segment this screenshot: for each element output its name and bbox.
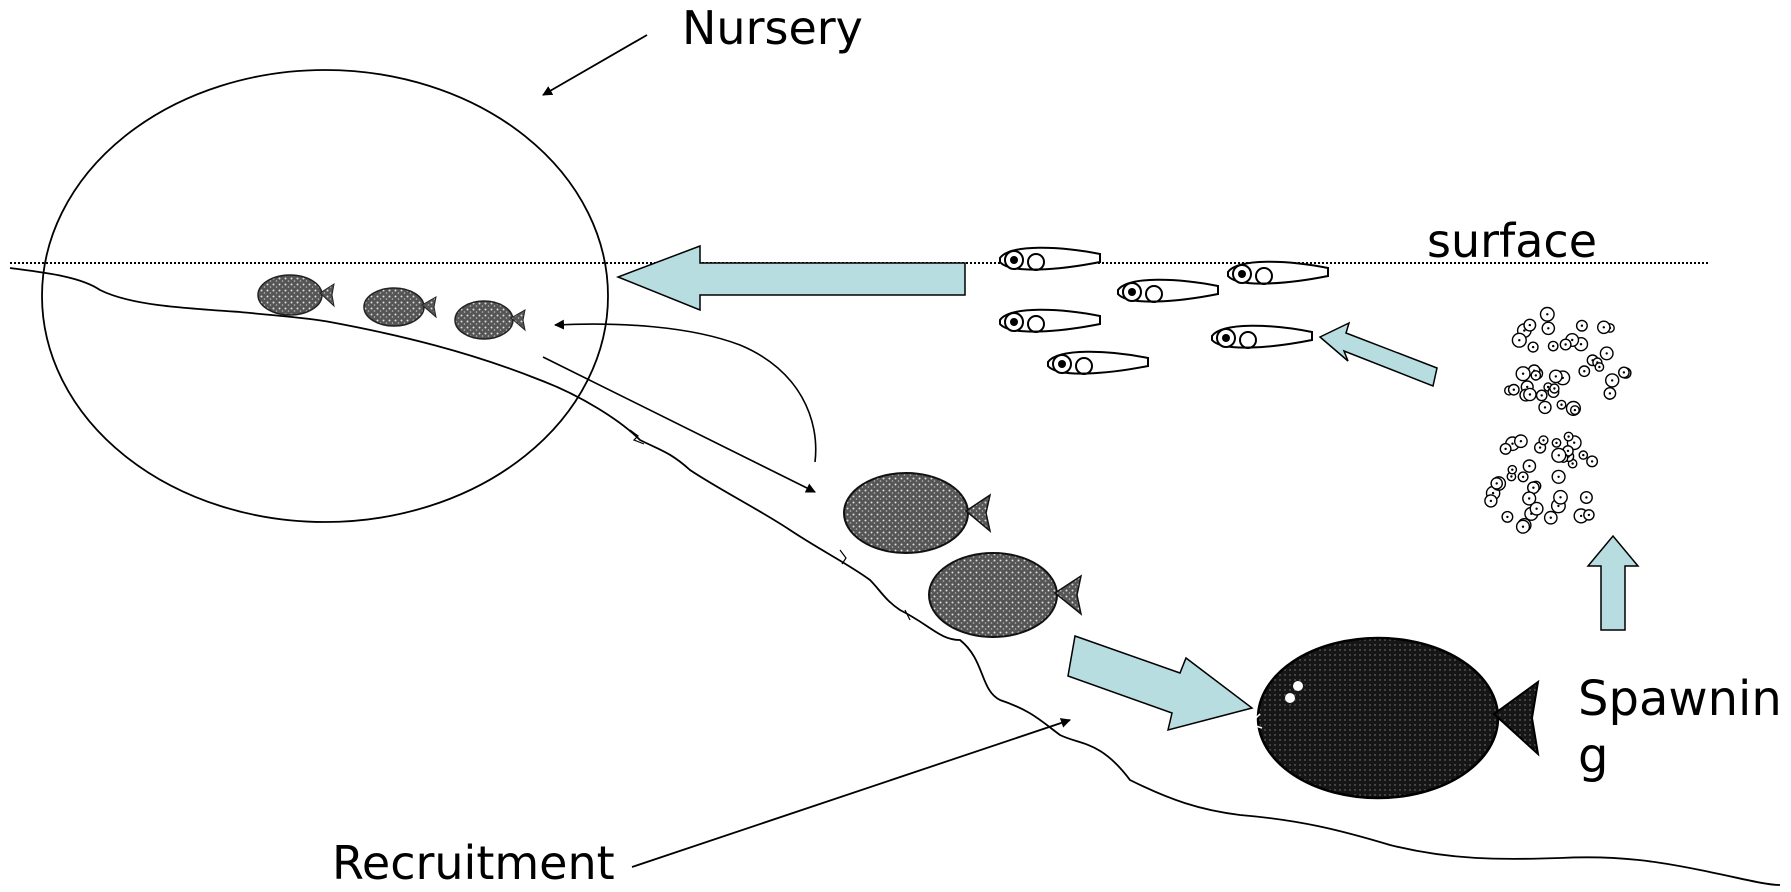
egg-yolk-icon — [1564, 343, 1567, 346]
flatfish-juvenile-icon — [928, 552, 1083, 638]
return-curve-arrow — [554, 319, 817, 463]
seabed-detail — [629, 429, 911, 621]
surface-label: surface — [1427, 214, 1597, 268]
fish-larva-icon — [1211, 324, 1313, 349]
egg-yolk-icon — [1583, 370, 1586, 373]
fish-larva-icon — [999, 308, 1101, 333]
egg-yolk-icon — [1571, 462, 1574, 465]
egg-yolk-icon — [1559, 496, 1562, 499]
egg-yolk-icon — [1553, 387, 1556, 390]
egg-yolk-icon — [1579, 514, 1583, 518]
flatfish-juvenile-icon — [454, 300, 526, 340]
egg-yolk-icon — [1611, 379, 1614, 382]
egg-yolk-icon — [1587, 513, 1591, 517]
egg-yolk-icon — [1555, 441, 1558, 445]
egg-yolk-icon — [1557, 475, 1560, 478]
spawning-arrow — [1586, 534, 1640, 631]
flatfish-juvenile-icon — [363, 287, 437, 327]
egg-yolk-icon — [1546, 385, 1550, 389]
fish-larva-icon — [1227, 260, 1329, 285]
nursery-label: Nursery — [682, 1, 863, 55]
egg-yolk-icon — [1549, 516, 1553, 519]
fish-larva-icon — [1117, 278, 1219, 303]
egg-yolk-icon — [1573, 408, 1577, 412]
egg-yolk-icon — [1538, 446, 1542, 449]
egg-yolk-icon — [1535, 507, 1538, 510]
egg-yolk-icon — [1518, 339, 1521, 342]
egg-yolk-icon — [1542, 439, 1545, 442]
seabed-profile — [9, 267, 1781, 886]
egg-yolk-icon — [1580, 324, 1584, 327]
egg-yolk-icon — [1491, 491, 1495, 495]
egg-yolk-icon — [1526, 385, 1529, 389]
egg-yolk-icon — [1506, 515, 1509, 519]
egg-yolk-icon — [1566, 449, 1570, 453]
nursery-pointer-arrow — [542, 34, 648, 96]
recruitment-pointer-arrow — [631, 718, 1071, 868]
egg-yolk-icon — [1543, 406, 1547, 409]
egg-yolk-icon — [1528, 323, 1532, 327]
egg-yolk-icon — [1573, 441, 1576, 444]
flatfish-juvenile-icon — [843, 472, 992, 554]
egg-yolk-icon — [1602, 326, 1606, 329]
egg-yolk-icon — [1557, 454, 1561, 457]
egg-yolk-icon — [1554, 375, 1558, 378]
egg-yolk-icon — [1622, 371, 1626, 374]
spawning-label-line1: Spawnin — [1578, 671, 1782, 727]
egg-yolk-icon — [1567, 435, 1570, 438]
egg-yolk-icon — [1511, 468, 1514, 471]
egg-yolk-icon — [1512, 388, 1516, 391]
nursery-ellipse — [41, 69, 609, 523]
egg-yolk-icon — [1495, 482, 1498, 485]
recruitment-label: Recruitment — [332, 836, 615, 890]
egg-yolk-icon — [1532, 486, 1535, 489]
egg-yolk-icon — [1531, 345, 1535, 349]
fish-larva-icon — [999, 246, 1101, 271]
flatfish-juvenile-icon — [257, 274, 335, 316]
egg-yolk-icon — [1521, 475, 1525, 479]
egg-yolk-icon — [1552, 344, 1555, 348]
egg-yolk-icon — [1582, 453, 1585, 457]
egg-yolk-icon — [1504, 447, 1507, 451]
egg-yolk-icon — [1585, 496, 1588, 499]
hatching-arrow — [1318, 321, 1438, 388]
egg-yolk-icon — [1579, 343, 1583, 346]
egg-yolk-icon — [1523, 329, 1526, 332]
egg-yolk-icon — [1510, 475, 1513, 478]
egg-yolk-icon — [1590, 460, 1594, 463]
egg-yolk-icon — [1534, 374, 1538, 377]
egg-cluster-icon — [1484, 431, 1599, 534]
egg-yolk-icon — [1547, 327, 1550, 330]
fish-larva-icon — [1047, 350, 1149, 375]
spawning-label-line2: g — [1578, 728, 1608, 784]
egg-yolk-icon — [1557, 504, 1560, 508]
egg-yolk-icon — [1521, 525, 1525, 528]
egg-yolk-icon — [1571, 338, 1574, 342]
egg-yolk-icon — [1528, 497, 1531, 500]
egg-yolk-icon — [1528, 393, 1532, 396]
recruitment-arrow — [1067, 634, 1254, 732]
egg-yolk-icon — [1519, 440, 1523, 443]
egg-yolk-icon — [1560, 403, 1563, 406]
egg-yolk-icon — [1521, 372, 1525, 375]
flatfish-adult-icon — [1248, 636, 1540, 800]
settlement-arrow — [615, 244, 966, 312]
egg-yolk-icon — [1489, 499, 1493, 503]
egg-yolk-icon — [1605, 352, 1608, 355]
egg-yolk-icon — [1546, 313, 1549, 316]
egg-yolk-icon — [1540, 394, 1543, 397]
emigration-arrow — [542, 356, 816, 493]
egg-yolk-icon — [1608, 392, 1612, 395]
egg-yolk-icon — [1511, 442, 1514, 445]
egg-cluster-icon — [1503, 306, 1632, 417]
egg-yolk-icon — [1528, 464, 1531, 468]
egg-yolk-icon — [1598, 365, 1601, 369]
